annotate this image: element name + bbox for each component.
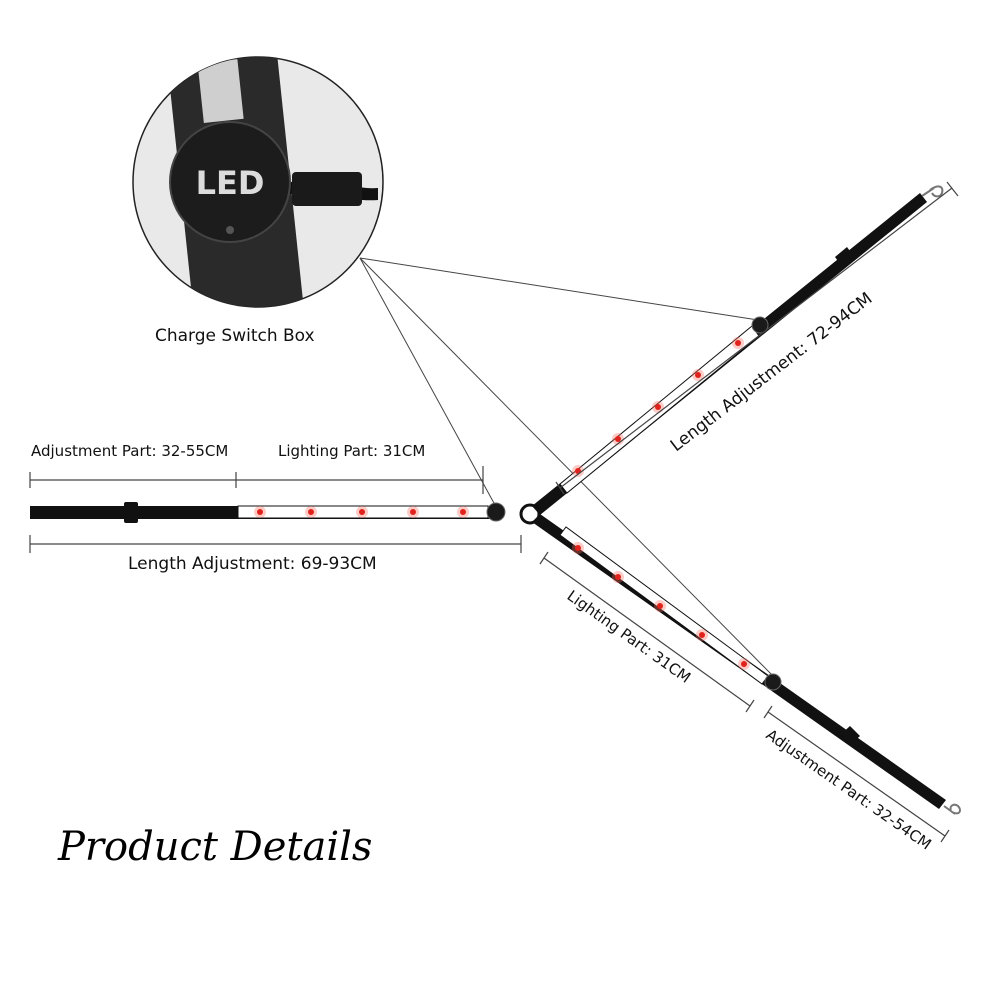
strap-buckle: [835, 247, 855, 268]
ring-connector: [519, 503, 541, 525]
lower-strap: [532, 514, 961, 815]
led-lights-left: [254, 506, 469, 518]
led-switch-box-lower: [764, 673, 782, 691]
snap-hook-icon: [943, 803, 961, 815]
dimension-adjustment-part-lower: [763, 705, 950, 843]
left-strap: [30, 502, 506, 523]
snap-hook-icon: [921, 185, 944, 198]
leader-line-left: [359, 257, 496, 506]
switch-box-text: LED: [196, 164, 265, 202]
switch-box: [169, 121, 291, 243]
upper-strap: [532, 185, 944, 515]
strap-buckle: [124, 502, 138, 523]
dimension-length-adjustment-left: [29, 535, 522, 553]
usb-plug: [292, 172, 362, 206]
charge-switch-box-label: Charge Switch Box: [155, 326, 315, 346]
page-title: Product Details: [57, 824, 372, 870]
reflective-stripe: [197, 59, 244, 123]
led-switch-box-upper: [751, 316, 769, 334]
lighting-part-lower-label: Lighting Part: 31CM: [564, 587, 694, 687]
lighting-part-left-label: Lighting Part: 31CM: [278, 442, 425, 460]
dimension-adjustment-part-left: [29, 472, 237, 488]
dimension-length-adjustment-upper: [555, 181, 959, 495]
dimension-lighting-part-lower: [539, 551, 755, 713]
strap-buckle: [840, 726, 860, 745]
leader-line-lower: [359, 257, 776, 679]
length-adjustment-left-label: Length Adjustment: 69-93CM: [128, 554, 377, 574]
led-switch-box-left: [486, 502, 506, 522]
switch-button-icon: [226, 226, 234, 234]
led-lights-lower: [572, 542, 750, 670]
dimension-lighting-part-left: [236, 466, 484, 494]
adjustment-part-left-label: Adjustment Part: 32-55CM: [31, 442, 228, 460]
charge-switch-box-callout: LED: [132, 56, 384, 308]
leader-line-upper: [359, 257, 759, 321]
